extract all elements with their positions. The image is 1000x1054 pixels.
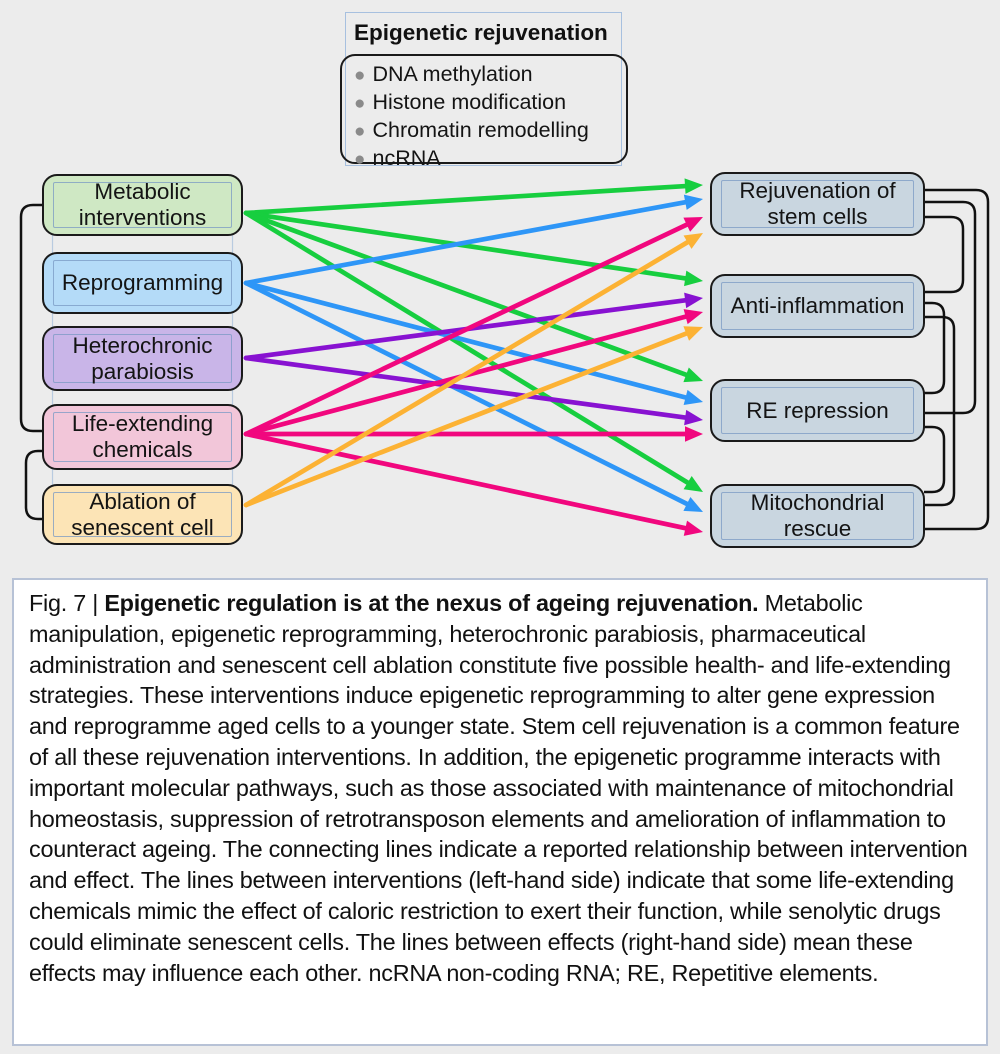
caption-title: Epigenetic regulation is at the nexus of… <box>104 590 759 616</box>
connection-line <box>243 210 693 487</box>
intervention-label: Metabolic interventions <box>78 179 207 230</box>
connection-arrowhead <box>684 409 703 426</box>
intervention-box-ablation: Ablation of senescent cell <box>42 484 243 545</box>
legend-list: ● DNA methylation ● Histone modification ●… <box>340 54 628 170</box>
intervention-label: Reprogramming <box>61 270 224 295</box>
connection-line <box>243 431 691 532</box>
effect-label: RE repression <box>746 397 889 423</box>
legend-item-label: Chromatin remodelling <box>372 118 589 142</box>
effect-box-mitochondrial-rescue: Mitochondrial rescue <box>710 484 925 548</box>
intervention-label: Life-extending chemicals <box>71 411 214 462</box>
connection-line <box>243 355 691 421</box>
legend-item: ● Histone modification <box>354 89 622 117</box>
connection-line <box>243 221 692 437</box>
connection-arrowhead <box>683 520 703 536</box>
intervention-label: Ablation of senescent cell <box>71 488 214 540</box>
effect-link-line <box>924 188 990 531</box>
bullet-icon: ● <box>354 65 366 86</box>
intervention-box-metabolic: Metabolic interventions <box>42 174 243 236</box>
connection-arrowhead <box>683 475 703 492</box>
effect-box-anti-inflammation: Anti-inflammation <box>710 274 925 338</box>
effect-link-line <box>924 301 946 395</box>
connection-line <box>243 280 692 508</box>
intervention-label: Heterochronic parabiosis <box>72 332 213 384</box>
legend-item-label: ncRNA <box>372 146 441 170</box>
connection-line <box>243 210 691 282</box>
effect-link-line <box>924 425 946 494</box>
bullet-icon: ● <box>354 93 366 114</box>
bullet-icon: ● <box>354 149 366 170</box>
bullet-icon: ● <box>354 121 366 142</box>
effect-label: Anti-inflammation <box>730 293 905 318</box>
effect-link-line <box>924 200 977 415</box>
connection-line <box>243 183 691 216</box>
effect-label: Mitochondrial rescue <box>750 490 885 541</box>
intervention-box-parabiosis: Heterochronic parabiosis <box>42 326 243 391</box>
connection-line <box>243 330 692 508</box>
effect-box-re-repression: RE repression <box>710 379 925 442</box>
caption-fig-number: Fig. 7 | <box>29 590 105 616</box>
connection-arrowhead <box>683 233 703 249</box>
legend-item: ● ncRNA <box>354 145 622 173</box>
connection-arrowhead <box>683 496 703 512</box>
effect-label: Rejuvenation of stem cells <box>739 178 896 229</box>
legend-item: ● DNA methylation <box>354 61 622 89</box>
connection-arrowhead <box>683 194 703 210</box>
legend-title: Epigenetic rejuvenation <box>354 20 608 45</box>
connection-arrowhead <box>683 309 703 325</box>
effect-link-line <box>924 215 965 294</box>
connection-arrowhead <box>685 426 703 442</box>
effect-box-stem-cells: Rejuvenation of stem cells <box>710 172 925 236</box>
connection-line <box>243 238 693 508</box>
figure-caption: Fig. 7 | Epigenetic regulation is at the… <box>12 578 988 1046</box>
connection-line <box>243 210 692 379</box>
intervention-box-chemicals: Life-extending chemicals <box>42 404 243 470</box>
intervention-link-line <box>24 449 43 521</box>
intervention-box-reprogramming: Reprogramming <box>42 252 243 314</box>
legend-item: ● Chromatin remodelling <box>354 117 622 145</box>
connection-arrowhead <box>684 292 703 309</box>
connection-line <box>243 199 691 286</box>
legend-item-label: DNA methylation <box>372 62 533 86</box>
legend-item-label: Histone modification <box>372 90 567 114</box>
connection-arrowhead <box>683 326 703 341</box>
connection-arrowhead <box>684 178 703 194</box>
caption-body: Metabolic manipulation, epigenetic repro… <box>29 590 968 986</box>
connection-arrowhead <box>683 389 703 406</box>
epigenetic-rejuvenation-frame <box>345 12 622 166</box>
connection-line <box>243 280 691 401</box>
effect-link-line <box>924 315 956 507</box>
connection-arrowhead <box>683 367 703 383</box>
connection-arrowhead <box>684 270 703 287</box>
intervention-link-line <box>19 203 43 433</box>
connection-arrowhead <box>683 217 703 232</box>
